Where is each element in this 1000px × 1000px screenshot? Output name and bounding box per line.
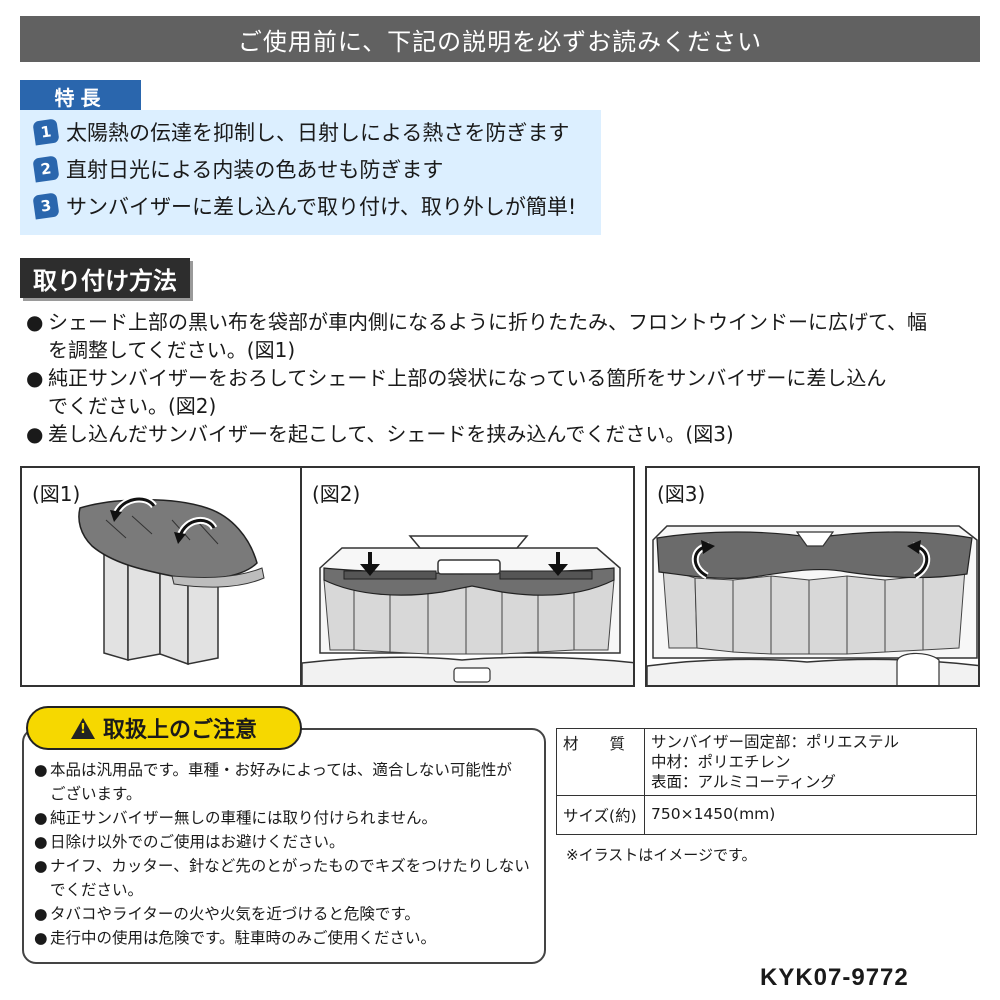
bullet: ●: [34, 761, 48, 779]
mounting-step: ●純正サンバイザーをおろしてシェード上部の袋状になっている箇所をサンバイザーに差…: [26, 364, 976, 420]
caution-heading: ! 取扱上のご注意: [26, 706, 302, 750]
shade-fold-illustration: [78, 495, 265, 666]
step-text: 差し込んだサンバイザーを起こして、シェードを挟み込んでください。(図3): [48, 422, 734, 446]
caution-text: ナイフ、カッター、針など先のとがったものでキズをつけたりしない: [50, 857, 530, 875]
step-text-cont: を調整してください。(図1): [48, 338, 296, 362]
bullet: ●: [34, 905, 48, 923]
mounting-step: ●差し込んだサンバイザーを起こして、シェードを挟み込んでください。(図3): [26, 420, 976, 448]
number-3-icon: 3: [32, 192, 60, 220]
feature-item: 3 サンバイザーに差し込んで取り付け、取り外しが簡単!: [32, 190, 577, 222]
feature-item: 1 太陽熱の伝達を抑制し、日射しによる熱さを防ぎます: [32, 116, 570, 148]
bullet: ●: [34, 857, 48, 875]
number-1-icon: 1: [32, 118, 60, 146]
step-text-cont: でください。(図2): [48, 394, 217, 418]
caution-text: 走行中の使用は危険です。駐車時のみご使用ください。: [50, 929, 436, 947]
bullet: ●: [34, 929, 48, 947]
bullet: ●: [34, 833, 48, 851]
top-banner: ご使用前に、下記の説明を必ずお読みください: [20, 16, 980, 62]
caution-text: タバコやライターの火や火気を近づけると危険です。: [50, 905, 420, 923]
caution-item: ●日除け以外でのご使用はお避けください。: [34, 830, 534, 854]
caution-item: ●ナイフ、カッター、針など先のとがったものでキズをつけたりしないでください。: [34, 854, 534, 902]
bullet: ●: [26, 422, 44, 446]
figure-label: (図1): [32, 478, 81, 507]
figure-label: (図3): [657, 478, 706, 507]
bullet: ●: [26, 310, 44, 334]
bullet: ●: [34, 809, 48, 827]
visor-clamp-illustration: [647, 525, 978, 685]
caution-item: ●純正サンバイザー無しの車種には取り付けられません。: [34, 806, 534, 830]
figure-label: (図2): [312, 478, 361, 507]
caution-heading-text: 取扱上のご注意: [102, 718, 257, 743]
step-text: シェード上部の黒い布を袋部が車内側になるように折りたたみ、フロントウインドーに広…: [48, 310, 927, 334]
bullet: ●: [26, 366, 44, 390]
model-code: KYK07-9772: [760, 964, 909, 991]
spec-value: 750×1450(mm): [644, 795, 977, 835]
caution-item: ●本品は汎用品です。車種・お好みによっては、適合しない可能性がございます。: [34, 758, 534, 806]
warning-icon: !: [70, 717, 95, 739]
caution-text: 日除け以外でのご使用はお避けください。: [50, 833, 345, 851]
caution-list: ●本品は汎用品です。車種・お好みによっては、適合しない可能性がございます。 ●純…: [34, 758, 534, 950]
spec-line: 表面：アルミコーティング: [651, 773, 836, 791]
spec-row-material: 材 質 サンバイザー固定部：ポリエステル 中材：ポリエチレン 表面：アルミコーテ…: [556, 728, 977, 796]
features-box: 1 太陽熱の伝達を抑制し、日射しによる熱さを防ぎます 2 直射日光による内装の色…: [20, 110, 601, 235]
spec-value: サンバイザー固定部：ポリエステル 中材：ポリエチレン 表面：アルミコーティング: [644, 728, 977, 796]
spec-line: サンバイザー固定部：ポリエステル: [651, 733, 900, 751]
caution-text: 本品は汎用品です。車種・お好みによっては、適合しない可能性が: [50, 761, 512, 779]
spec-line: 中材：ポリエチレン: [651, 753, 791, 771]
spec-table: 材 質 サンバイザー固定部：ポリエステル 中材：ポリエチレン 表面：アルミコーテ…: [556, 728, 977, 835]
feature-text: 直射日光による内装の色あせも防ぎます: [66, 158, 444, 182]
feature-item: 2 直射日光による内装の色あせも防ぎます: [32, 153, 444, 185]
caution-text-cont: でください。: [50, 881, 144, 899]
caution-item: ●タバコやライターの火や火気を近づけると危険です。: [34, 902, 534, 926]
caution-text: 純正サンバイザー無しの車種には取り付けられません。: [50, 809, 438, 827]
figure-3: (図3): [645, 466, 980, 687]
sun-visor-insert-illustration: [302, 520, 633, 685]
figure-1: (図1): [20, 466, 355, 687]
spec-label: 材 質: [556, 728, 645, 796]
step-text: 純正サンバイザーをおろしてシェード上部の袋状になっている箇所をサンバイザーに差し…: [48, 366, 887, 390]
mounting-step: ●シェード上部の黒い布を袋部が車内側になるように折りたたみ、フロントウインドーに…: [26, 308, 976, 364]
feature-text: 太陽熱の伝達を抑制し、日射しによる熱さを防ぎます: [66, 121, 570, 145]
mounting-heading: 取り付け方法: [20, 258, 190, 298]
caution-text-cont: ございます。: [50, 785, 142, 803]
caution-item: ●走行中の使用は危険です。駐車時のみご使用ください。: [34, 926, 534, 950]
spec-row-size: サイズ(約) 750×1450(mm): [556, 795, 977, 835]
figure-2: (図2): [300, 466, 635, 687]
number-2-icon: 2: [32, 155, 60, 183]
spec-label: サイズ(約): [556, 795, 645, 835]
features-heading: 特長: [20, 80, 141, 112]
illustration-note: ※イラストはイメージです。: [566, 846, 757, 864]
feature-text: サンバイザーに差し込んで取り付け、取り外しが簡単!: [66, 195, 577, 219]
